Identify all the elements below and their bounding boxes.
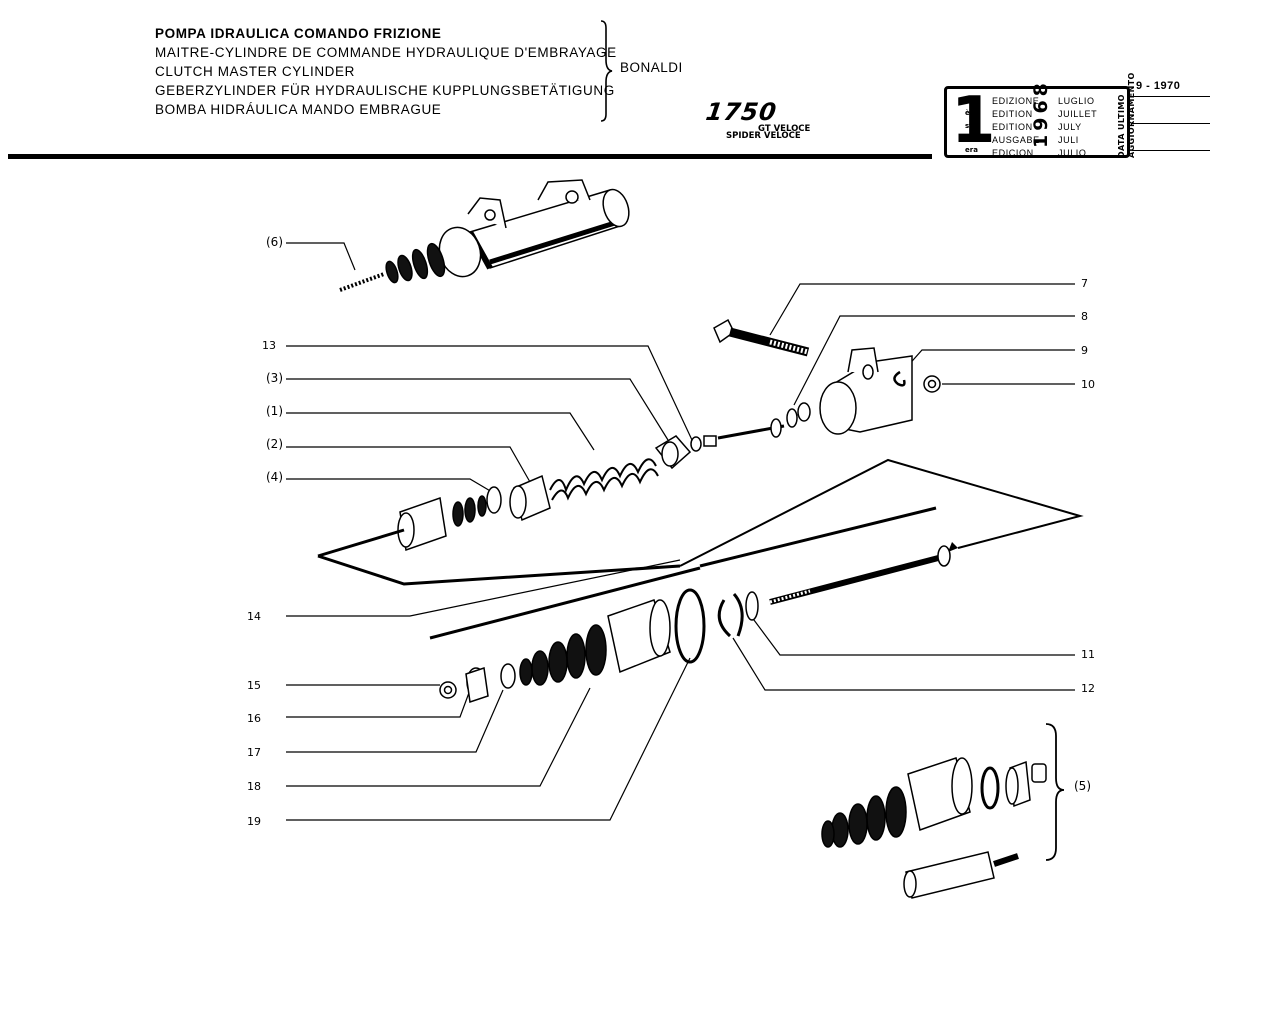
model-variant-gt: GT VELOCE <box>758 124 811 134</box>
leader-8 <box>793 315 1075 406</box>
edition-ordinal: a <box>965 96 970 104</box>
callout-15: 15 <box>247 679 261 692</box>
leader-17 <box>286 689 504 753</box>
callout-1: (1) <box>266 404 283 418</box>
callout-11: 11 <box>1081 648 1095 661</box>
header-rule <box>8 154 932 159</box>
boot-and-rings <box>439 588 706 703</box>
callout-5: (5) <box>1074 779 1091 793</box>
leader-11 <box>747 611 1075 656</box>
title-french: MAITRE-CYLINDRE DE COMMANDE HYDRAULIQUE … <box>155 45 617 60</box>
edition-box <box>944 86 1130 158</box>
bolt-and-yoke <box>713 318 941 435</box>
leader-19 <box>286 657 691 821</box>
edition-months: LUGLIO JUILLET JULY JULI JULIO <box>1058 95 1097 160</box>
leader-16 <box>286 689 471 718</box>
last-update-date: 9 - 1970 <box>1136 80 1181 92</box>
edition-month: JULY <box>1058 122 1082 132</box>
leader-1 <box>286 412 595 451</box>
update-line <box>1132 96 1210 97</box>
callout-7: 7 <box>1081 277 1088 290</box>
update-line <box>1132 123 1210 124</box>
leader-2 <box>286 446 531 483</box>
title-spanish: BOMBA HIDRÁULICA MANDO EMBRAGUE <box>155 102 442 117</box>
edition-ordinal: era <box>965 146 978 154</box>
leader-12 <box>732 637 1075 691</box>
callout-16: 16 <box>247 712 261 725</box>
callout-18: 18 <box>247 780 261 793</box>
edition-label: EDICION <box>992 148 1034 158</box>
callout-2: (2) <box>266 437 283 451</box>
edition-ordinal: st <box>965 122 973 130</box>
callout-19: 19 <box>247 815 261 828</box>
callout-6: (6) <box>266 235 283 249</box>
assembled-master-cylinder <box>339 179 630 292</box>
edition-label: EDITION <box>992 109 1033 119</box>
leader-18 <box>286 687 591 787</box>
edition-number: 1 <box>951 84 996 158</box>
arrow-head <box>948 542 958 552</box>
edition-label: EDITION <box>992 122 1033 132</box>
edition-ordinal: . <box>965 134 968 142</box>
model-variant-spider: SPIDER VELOCE <box>726 131 801 141</box>
leader-7 <box>769 283 1075 336</box>
title-italian: POMPA IDRAULICA COMANDO FRIZIONE <box>155 26 442 41</box>
edition-month: JULI <box>1058 135 1079 145</box>
leader-6 <box>286 242 356 271</box>
callout-14: 14 <box>247 610 261 623</box>
title-english: CLUTCH MASTER CYLINDER <box>155 64 355 79</box>
callout-13: 13 <box>262 339 276 352</box>
callout-10: 10 <box>1081 378 1095 391</box>
callout-9: 9 <box>1081 344 1088 357</box>
edition-label: AUSGABE <box>992 135 1040 145</box>
edition-month: JUILLET <box>1058 109 1098 119</box>
maker-name: BONALDI <box>620 60 683 75</box>
callout-17: 17 <box>247 746 261 759</box>
callout-8: 8 <box>1081 310 1088 323</box>
callout-3: (3) <box>266 371 283 385</box>
callout-4: (4) <box>266 470 283 484</box>
leader-13 <box>286 345 693 441</box>
edition-month: LUGLIO <box>1058 96 1095 106</box>
leader-9 <box>905 349 1075 369</box>
frame-lines <box>317 458 1084 640</box>
leader-4 <box>286 478 493 493</box>
edition-ordinal: ère <box>965 109 978 117</box>
title-block: POMPA IDRAULICA COMANDO FRIZIONE MAITRE-… <box>155 24 617 119</box>
edition-label: EDIZIONE <box>992 96 1040 106</box>
title-brace <box>600 20 613 122</box>
leader-3 <box>286 378 669 441</box>
repair-kit-5 <box>821 723 1065 899</box>
callout-12: 12 <box>1081 682 1095 695</box>
edition-month: JULIO <box>1058 148 1087 158</box>
update-line <box>1132 150 1210 151</box>
leader-14 <box>286 559 681 617</box>
push-rod-parts <box>397 402 811 552</box>
push-rod <box>717 545 951 638</box>
title-german: GEBERZYLINDER FÜR HYDRAULISCHE KUPPLUNGS… <box>155 83 615 98</box>
edition-labels: EDIZIONE EDITION EDITION AUSGABE EDICION <box>992 95 1040 160</box>
